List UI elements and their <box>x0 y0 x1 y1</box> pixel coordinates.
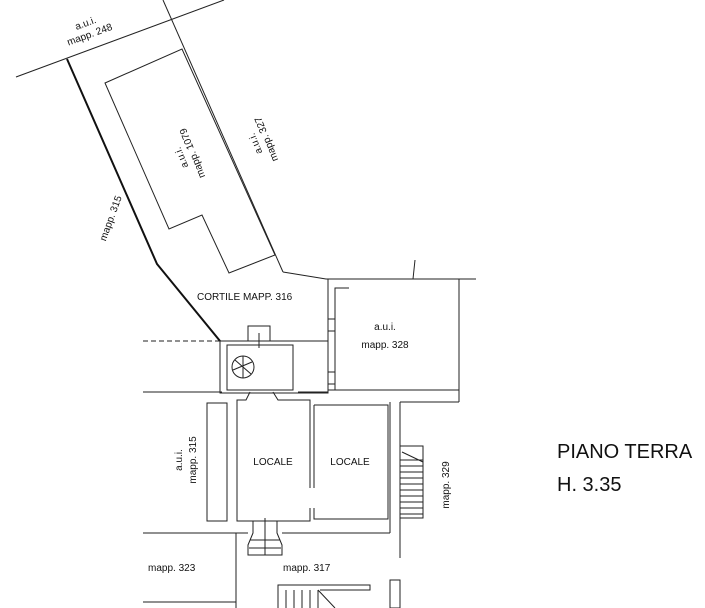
stair-treads <box>400 451 424 515</box>
spiral-stair-treads <box>232 356 253 378</box>
boundary-line-315 <box>66 58 221 342</box>
building-328-inner <box>334 287 349 390</box>
room-locale-2 <box>313 404 389 520</box>
label-locale-2: LOCALE <box>330 457 370 468</box>
window <box>327 371 336 385</box>
wall-315 <box>206 402 228 522</box>
exterior-stair <box>399 445 424 519</box>
label-mapp-328: mapp. 328 <box>361 340 409 351</box>
stair-317 <box>277 584 371 608</box>
label-mapp-323: mapp. 323 <box>148 563 196 574</box>
label-mapp-315: mapp. 315 <box>188 436 199 484</box>
label-mapp-315-top: mapp. 315 <box>98 194 125 243</box>
boundary-line-327 <box>162 0 284 273</box>
stair-317-treads <box>285 589 336 608</box>
stair-room <box>226 344 294 391</box>
boundary-tick <box>412 259 416 280</box>
entry-step-treads <box>249 518 281 555</box>
label-locale-1: LOCALE <box>253 457 293 468</box>
boundary-line-courtyard <box>282 271 476 280</box>
room-locale-1 <box>236 391 311 522</box>
label-mapp-317: mapp. 317 <box>283 563 331 574</box>
floor-title: PIANO TERRA <box>557 441 693 463</box>
label-aui-315: a.u.i. <box>174 449 185 471</box>
wall <box>389 579 401 608</box>
building-1079 <box>104 48 276 274</box>
label-mapp-329: mapp. 329 <box>441 461 452 509</box>
wall <box>272 391 311 488</box>
stair-room-outer <box>219 340 329 394</box>
boundary-line-248 <box>15 0 225 78</box>
label-aui-328: a.u.i. <box>374 322 396 333</box>
building-328 <box>327 279 460 391</box>
label-cortile: CORTILE MAPP. 316 <box>197 292 293 303</box>
window <box>327 318 336 332</box>
floor-height: H. 3.35 <box>557 474 622 496</box>
